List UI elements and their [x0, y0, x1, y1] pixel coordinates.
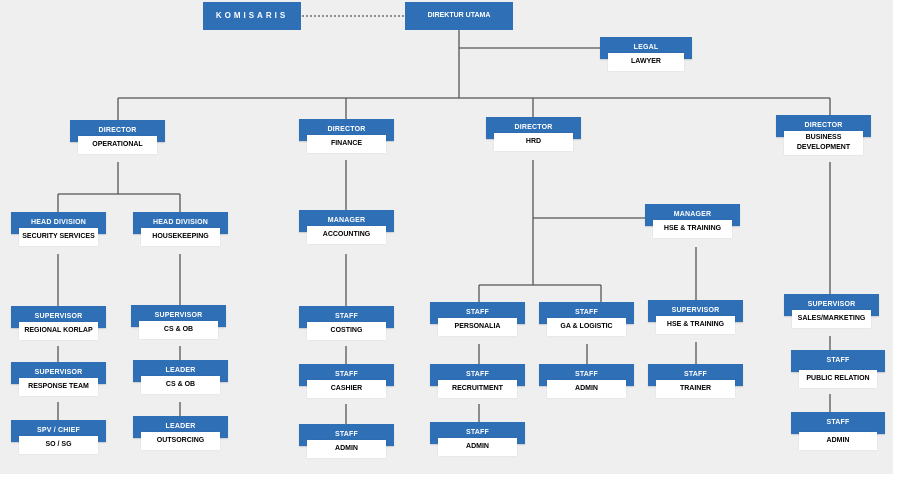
staff-recruitment-box: STAFF RECRUITMENT: [430, 364, 525, 406]
staff-ga-admin-box: STAFF ADMIN: [539, 364, 634, 406]
node-sub: PUBLIC RELATION: [799, 370, 877, 388]
node-sub: ACCOUNTING: [307, 226, 386, 244]
supervisor-hse-training-box: SUPERVISOR HSE & TRAINING: [648, 300, 743, 342]
node-sub: RESPONSE TEAM: [19, 378, 98, 396]
node-sub: HSE & TRAINING: [656, 316, 735, 334]
node-sub: ADMIN: [438, 438, 517, 456]
node-sub: SO / SG: [19, 436, 98, 454]
node-sub: RECRUITMENT: [438, 380, 517, 398]
supervisor-cs-ob-box: SUPERVISOR CS & OB: [131, 305, 226, 347]
staff-trainer-box: STAFF TRAINER: [648, 364, 743, 406]
komisaris-box: KOMISARIS: [203, 2, 301, 30]
director-business-box: DIRECTOR BUSINESS DEVELOPMENT: [776, 115, 871, 163]
node-sub: HOUSEKEEPING: [141, 228, 220, 246]
leader-cs-ob-box: LEADER CS & OB: [133, 360, 228, 402]
director-sub: HRD: [494, 133, 573, 151]
node-sub: SALES/MARKETING: [792, 310, 871, 328]
node-sub: TRAINER: [656, 380, 735, 398]
director-sub: BUSINESS DEVELOPMENT: [784, 131, 863, 155]
staff-business-admin-box: STAFF ADMIN: [791, 412, 885, 456]
node-sub: HSE & TRAINING: [653, 220, 732, 238]
supervisor-response-team-box: SUPERVISOR RESPONSE TEAM: [11, 362, 106, 404]
direktur-utama-box: DIREKTUR UTAMA: [405, 2, 513, 30]
spv-chief-box: SPV / CHIEF SO / SG: [11, 420, 106, 462]
staff-finance-admin-box: STAFF ADMIN: [299, 424, 394, 466]
director-sub: OPERATIONAL: [78, 136, 157, 154]
node-sub: PERSONALIA: [438, 318, 517, 336]
head-division-housekeeping-box: HEAD DIVISION HOUSEKEEPING: [133, 212, 228, 254]
node-sub: ADMIN: [547, 380, 626, 398]
node-sub: ADMIN: [799, 432, 877, 450]
node-sub: GA & LOGISTIC: [547, 318, 626, 336]
node-sub: COSTING: [307, 322, 386, 340]
node-sub: SECURITY SERVICES: [19, 228, 98, 246]
node-sub: OUTSORCING: [141, 432, 220, 450]
supervisor-sales-marketing-box: SUPERVISOR SALES/MARKETING: [784, 294, 879, 336]
staff-ga-logistic-box: STAFF GA & LOGISTIC: [539, 302, 634, 344]
director-sub: FINANCE: [307, 135, 386, 153]
node-sub: CASHIER: [307, 380, 386, 398]
manager-accounting-box: MANAGER ACCOUNTING: [299, 210, 394, 252]
node-title: STAFF: [791, 412, 885, 434]
manager-hse-training-box: MANAGER HSE & TRAINING: [645, 204, 740, 246]
staff-personalia-box: STAFF PERSONALIA: [430, 302, 525, 344]
director-finance-box: DIRECTOR FINANCE: [299, 119, 394, 161]
staff-cashier-box: STAFF CASHIER: [299, 364, 394, 406]
staff-costing-box: STAFF COSTING: [299, 306, 394, 348]
director-hrd-box: DIRECTOR HRD: [486, 117, 581, 159]
node-sub: ADMIN: [307, 440, 386, 458]
node-sub: REGIONAL KORLAP: [19, 322, 98, 340]
node-sub: CS & OB: [139, 321, 218, 339]
staff-hrd-admin-box: STAFF ADMIN: [430, 422, 525, 464]
legal-box: LEGAL LAWYER: [600, 37, 692, 79]
supervisor-regional-korlap-box: SUPERVISOR REGIONAL KORLAP: [11, 306, 106, 348]
node-sub: CS & OB: [141, 376, 220, 394]
leader-outsorcing-box: LEADER OUTSORCING: [133, 416, 228, 458]
director-operational-box: DIRECTOR OPERATIONAL: [70, 120, 165, 162]
staff-public-relation-box: STAFF PUBLIC RELATION: [791, 350, 885, 396]
node-title: STAFF: [791, 350, 885, 372]
head-division-security-box: HEAD DIVISION SECURITY SERVICES: [11, 212, 106, 254]
legal-sub: LAWYER: [608, 53, 684, 71]
